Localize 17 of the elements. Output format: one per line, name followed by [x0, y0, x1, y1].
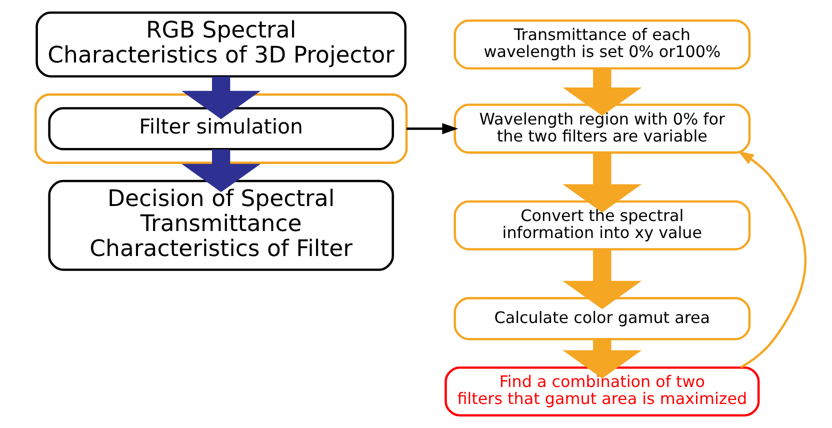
node-box: Decision of Spectral Transmittance Characteristics of Filter — [48, 180, 394, 271]
arrow — [182, 149, 261, 192]
arrow — [562, 68, 642, 116]
arrow — [562, 249, 642, 310]
node-box: Wavelength region with 0% for the two filters are variable — [454, 104, 751, 154]
node-box: RGB Spectral Characteristics of 3D Projector — [36, 12, 406, 78]
arrow — [182, 76, 261, 120]
node-box: Transmittance of each wavelength is set 0% or100% — [454, 19, 751, 70]
node-box: Convert the spectral information into xy value — [454, 200, 751, 250]
arrow — [738, 150, 807, 368]
cluster — [34, 93, 408, 164]
node-box: Filter simulation — [48, 107, 394, 150]
arrow — [562, 339, 642, 378]
node-box: Find a combination of two filters that gamut area is maximized — [444, 366, 760, 416]
node-box: Calculate color gamut area — [454, 297, 751, 340]
arrow — [406, 123, 458, 134]
arrow — [562, 152, 642, 212]
